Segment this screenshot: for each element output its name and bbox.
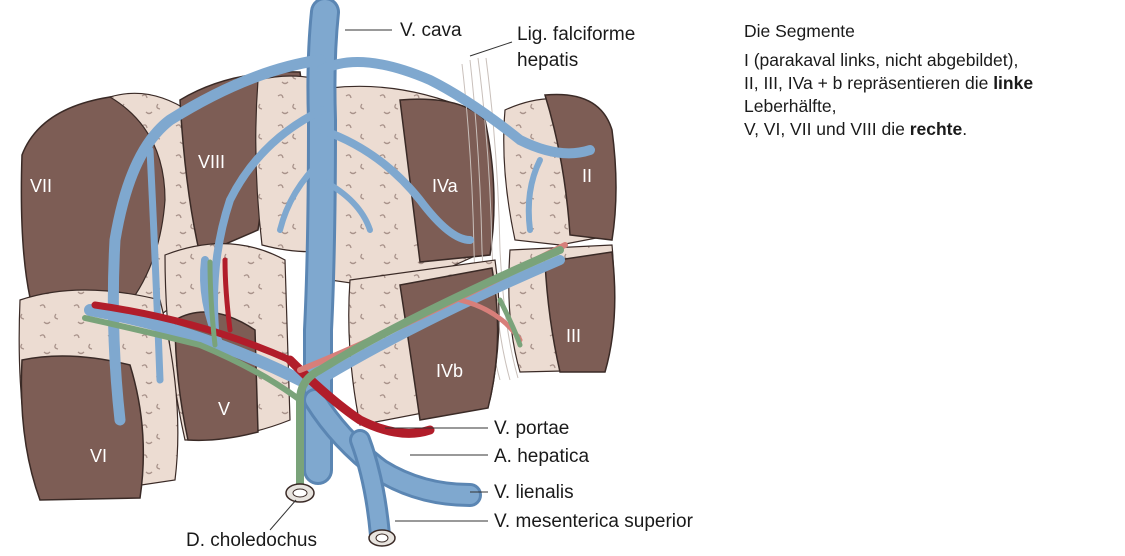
label-d-choledochus: D. choledochus — [186, 530, 317, 551]
legend-line-2-bold: linke — [993, 73, 1033, 93]
legend-line-4-text: V, VI, VII und VIII die — [744, 119, 910, 139]
legend-line-1: I (parakaval links, nicht abgebildet), — [744, 49, 1116, 72]
legend-line-2: II, III, IVa + b repräsentieren die link… — [744, 72, 1116, 95]
label-lig-falciforme-line1: Lig. falciforme — [517, 24, 635, 45]
label-v-lienalis: V. lienalis — [494, 482, 574, 503]
label-v-portae: V. portae — [494, 418, 569, 439]
label-lig-falciforme-line2: hepatis — [517, 50, 578, 71]
segment-label-ivb: IVb — [436, 361, 463, 381]
legend-line-2-text: II, III, IVa + b repräsentieren die — [744, 73, 993, 93]
segment-label-ii: II — [582, 166, 592, 186]
legend-title: Die Segmente — [744, 20, 1116, 43]
legend-line-4-bold: rechte — [910, 119, 963, 139]
label-v-cava: V. cava — [400, 20, 462, 41]
segment-label-v: V — [218, 399, 230, 419]
segment-label-iii: III — [566, 326, 581, 346]
legend-line-4: V, VI, VII und VIII die rechte. — [744, 118, 1116, 141]
label-a-hepatica: A. hepatica — [494, 446, 589, 467]
segment-legend: Die Segmente I (parakaval links, nicht a… — [744, 20, 1116, 141]
segment-ii-block — [504, 94, 616, 245]
legend-line-3: Leberhälfte, — [744, 95, 1116, 118]
label-v-mesenterica-superior: V. mesenterica superior — [494, 511, 694, 532]
segment-label-vi: VI — [90, 446, 107, 466]
legend-line-4-end: . — [962, 119, 967, 139]
segment-label-iva: IVa — [432, 176, 459, 196]
segment-label-vii: VII — [30, 176, 52, 196]
segment-label-viii: VIII — [198, 152, 225, 172]
